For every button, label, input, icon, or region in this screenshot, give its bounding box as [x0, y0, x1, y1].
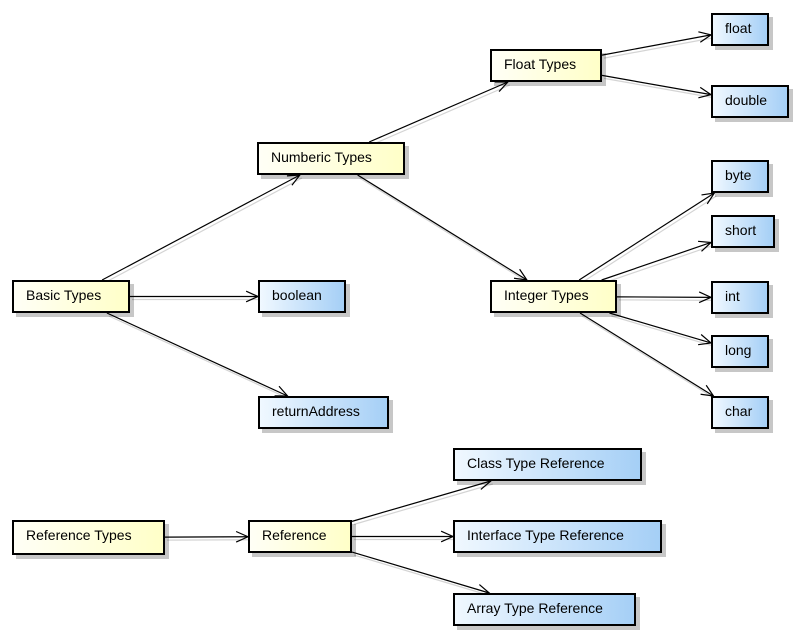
edge-shadow	[603, 244, 714, 284]
edge-numberic_types-to-float_types	[368, 81, 509, 143]
node-float-types[interactable]: Float Types	[490, 49, 602, 82]
node-byte[interactable]: byte	[711, 160, 769, 193]
node-array-type-reference[interactable]: Array Type Reference	[453, 593, 636, 626]
edge-basic_types-to-numberic_types	[101, 174, 301, 281]
edge-float_types-to-double	[601, 74, 712, 96]
edge-shadow	[581, 315, 716, 400]
edge-reference-to-class_type_reference	[351, 480, 491, 522]
node-reference[interactable]: Reference	[248, 520, 352, 553]
edge-shadow	[603, 77, 714, 99]
edge-basic_types-to-return_address	[106, 312, 288, 397]
node-basic-types[interactable]: Basic Types	[12, 280, 130, 313]
edge-shadow	[359, 177, 530, 284]
arrowhead-icon	[701, 192, 716, 205]
node-long[interactable]: long	[711, 335, 769, 368]
node-reference-types[interactable]: Reference Types	[12, 520, 165, 555]
edge-integer_types-to-char	[579, 312, 714, 397]
edge-shadow	[580, 195, 717, 284]
node-boolean[interactable]: boolean	[258, 280, 346, 313]
node-int[interactable]: int	[711, 281, 769, 314]
node-integer-types[interactable]: Integer Types	[490, 280, 617, 313]
edge-shadow	[353, 483, 493, 525]
edge-shadow	[618, 299, 714, 301]
node-short[interactable]: short	[711, 215, 775, 248]
edge-numberic_types-to-integer_types	[357, 174, 528, 281]
node-class-type-reference[interactable]: Class Type Reference	[453, 448, 642, 481]
node-return-address[interactable]: returnAddress	[258, 396, 389, 429]
edge-integer_types-to-int	[616, 296, 712, 298]
edge-shadow	[370, 84, 511, 146]
edge-shadow	[603, 37, 714, 59]
edge-shadow	[353, 554, 492, 597]
node-numberic-types[interactable]: Numberic Types	[257, 142, 405, 175]
edge-shadow	[611, 315, 714, 347]
edge-shadow	[108, 315, 290, 400]
edge-shadow	[103, 177, 303, 284]
node-double[interactable]: double	[711, 85, 789, 118]
arrowhead-icon	[286, 174, 302, 186]
node-float[interactable]: float	[711, 13, 769, 46]
node-interface-type-reference[interactable]: Interface Type Reference	[453, 520, 662, 553]
node-char[interactable]: char	[711, 396, 769, 429]
edge-integer_types-to-long	[609, 312, 712, 344]
edge-integer_types-to-short	[601, 241, 712, 281]
edge-reference-to-array_type_reference	[351, 551, 490, 594]
edge-integer_types-to-byte	[578, 192, 715, 281]
edge-float_types-to-float	[601, 34, 712, 56]
